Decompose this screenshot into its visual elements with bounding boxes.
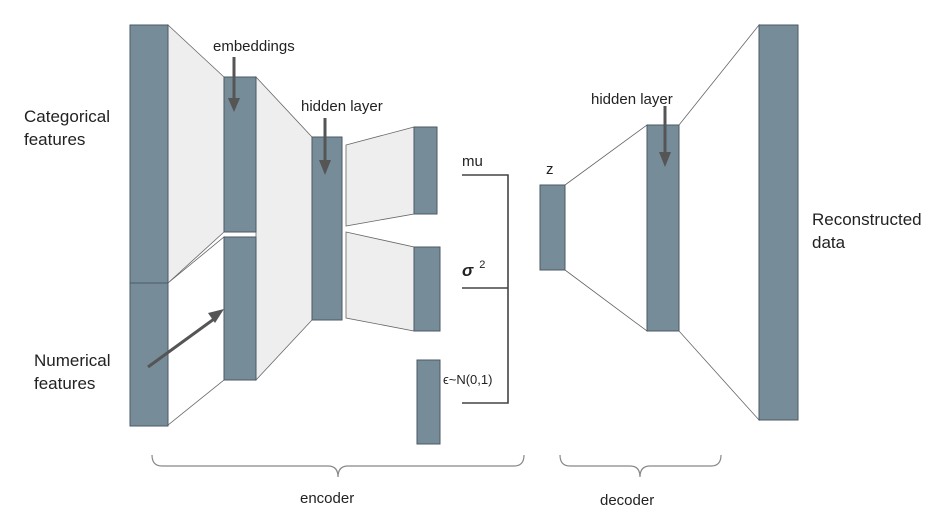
z-block xyxy=(539,184,566,271)
hidden-to-mu-connection xyxy=(345,126,415,227)
sigma-block xyxy=(413,246,441,332)
encoder-brace xyxy=(151,454,525,478)
encoder-hidden-arrowhead xyxy=(319,160,331,175)
z-to-decoder-hidden-connection xyxy=(564,124,648,332)
numerical-label-line2: features xyxy=(34,374,95,393)
decoder-hidden-arrowhead xyxy=(659,152,671,167)
encoder-label: encoder xyxy=(300,490,354,507)
decoder-label: decoder xyxy=(600,492,654,509)
categorical-label-line2: features xyxy=(24,130,85,149)
embeddings-label: embeddings xyxy=(213,38,295,55)
sigma-exponent: 2 xyxy=(479,259,485,271)
decoder-hidden-layer-block xyxy=(646,124,680,332)
output-block xyxy=(758,24,799,421)
mu-label: mu xyxy=(462,153,483,170)
reconstructed-label: Reconstructed xyxy=(812,210,922,229)
sampling-bracket xyxy=(462,174,509,404)
decoder-brace xyxy=(559,454,722,478)
input-categorical-block xyxy=(129,24,169,284)
numerical-arrowhead xyxy=(208,309,224,323)
decoder-hidden-layer-label: hidden layer xyxy=(591,91,673,108)
categorical-label: Categorical xyxy=(24,107,110,126)
numerical-dense-block xyxy=(223,236,257,381)
numerical-label: Numerical xyxy=(34,351,111,370)
encoder-hidden-layer-label: hidden layer xyxy=(301,98,383,115)
embeddings-arrowhead xyxy=(228,98,240,112)
embedding-block xyxy=(223,76,257,233)
decoder-hidden-to-output-connection xyxy=(678,23,760,422)
reconstructed-label-line2: data xyxy=(812,233,846,252)
epsilon-block xyxy=(416,359,441,445)
hidden-to-sigma-connection xyxy=(345,231,415,332)
embedding-to-hidden-connection xyxy=(255,75,313,382)
epsilon-label: ϵ~N(0,1) xyxy=(443,372,492,387)
numerical-arrow xyxy=(147,317,215,369)
z-label: z xyxy=(546,161,554,178)
sigma-symbol: σ xyxy=(462,261,474,280)
mu-block xyxy=(413,126,438,215)
input-numerical-block xyxy=(129,282,169,427)
